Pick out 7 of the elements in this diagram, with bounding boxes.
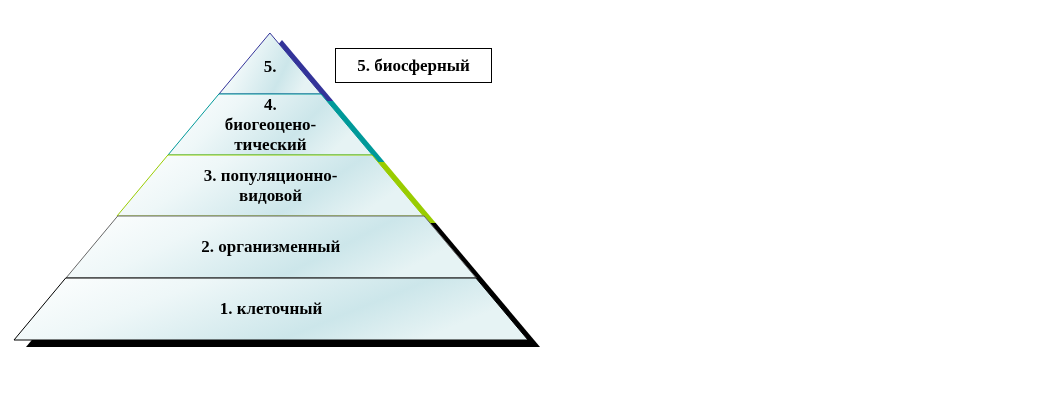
tier-label: 2. организменный bbox=[201, 237, 341, 257]
text-box bbox=[335, 48, 492, 83]
tier-label: 5. bbox=[263, 56, 277, 77]
tier-label: 4. биогеоцено- тический bbox=[224, 94, 317, 155]
box-label: 5. биосферный bbox=[357, 55, 470, 76]
tier-label: 3. популяционно- видовой bbox=[202, 165, 339, 206]
tier-label: 1. клеточный bbox=[219, 299, 323, 319]
